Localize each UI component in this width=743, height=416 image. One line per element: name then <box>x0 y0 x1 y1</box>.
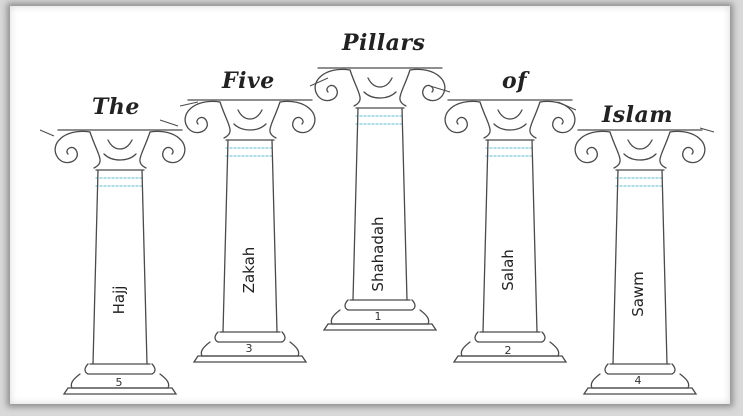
diagram-frame: The Five Pillars of Islam Hajj Zakah Sha… <box>10 6 730 404</box>
flourish-line <box>558 102 576 110</box>
pillar-label-sawm: Sawm <box>628 244 648 344</box>
pillar-number-shahadah: 1 <box>368 310 388 323</box>
flourish-line <box>40 130 54 136</box>
title-word-islam: Islam <box>602 102 673 128</box>
pillar-number-salah: 2 <box>498 344 518 357</box>
pillar-number-hajj: 5 <box>109 376 129 389</box>
pillar-label-zakah: Zakah <box>239 220 259 320</box>
title-word-of: of <box>502 68 527 94</box>
title-word-the: The <box>92 94 140 120</box>
title-word-five: Five <box>222 68 275 94</box>
flourish-line <box>310 78 328 86</box>
pillar-label-shahadah: Shahadah <box>368 204 388 304</box>
flourish-line <box>160 120 178 126</box>
pillar-number-sawm: 4 <box>628 374 648 387</box>
pillar-label-salah: Salah <box>498 220 518 320</box>
title-word-pillars: Pillars <box>342 30 425 56</box>
pillar-label-hajj: Hajj <box>109 250 129 350</box>
pillar-number-zakah: 3 <box>239 342 259 355</box>
